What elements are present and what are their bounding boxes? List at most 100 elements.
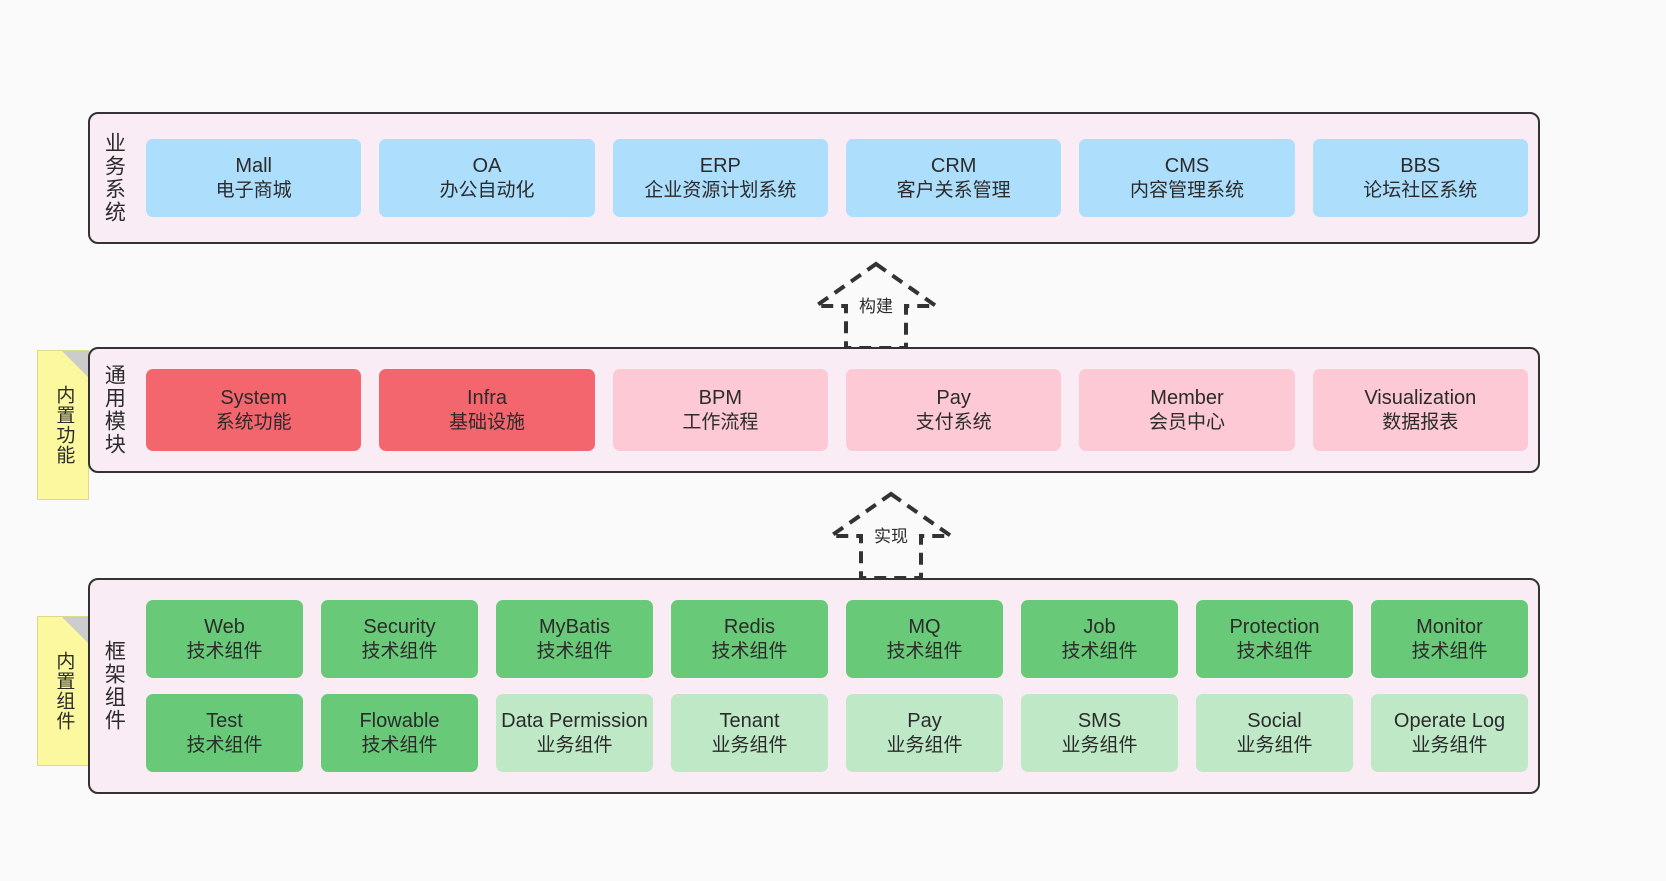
module-box-member-subtitle: 会员中心	[1148, 411, 1225, 433]
framework-box-data-permission-title: Data Permission	[501, 710, 648, 733]
module-box-system-title: System	[220, 387, 287, 410]
business-box-cms-title: CMS	[1164, 155, 1210, 178]
framework-box-data-permission-subtitle: 业务组件	[536, 734, 613, 756]
business-box-oa-subtitle: 办公自动化	[439, 179, 535, 201]
module-box-visualization-subtitle: 数据报表	[1382, 411, 1459, 433]
framework-box-data-permission[interactable]: Data Permission 业务组件	[496, 694, 653, 772]
framework-box-monitor-subtitle: 技术组件	[1411, 640, 1488, 662]
business-box-oa[interactable]: OA 办公自动化	[379, 139, 595, 217]
framework-box-monitor[interactable]: Monitor 技术组件	[1371, 600, 1528, 678]
framework-box-security[interactable]: Security 技术组件	[321, 600, 478, 678]
framework-box-security-subtitle: 技术组件	[361, 640, 438, 662]
module-box-bpm-subtitle: 工作流程	[682, 411, 759, 433]
framework-box-mq[interactable]: MQ 技术组件	[846, 600, 1003, 678]
business-box-erp-subtitle: 企业资源计划系统	[644, 179, 797, 201]
connector-build-label: 构建	[859, 297, 893, 316]
framework-box-operate-log[interactable]: Operate Log 业务组件	[1371, 694, 1528, 772]
framework-box-job-subtitle: 技术组件	[1061, 640, 1138, 662]
framework-box-sms-title: SMS	[1077, 710, 1122, 733]
note-fold-icon	[62, 617, 88, 643]
framework-box-operate-log-title: Operate Log	[1393, 710, 1506, 733]
business-box-bbs[interactable]: BBS 论坛社区系统	[1312, 139, 1528, 217]
layer-business-label: 业务系统	[102, 132, 126, 224]
business-box-crm-subtitle: 客户关系管理	[896, 179, 1011, 201]
module-box-member-title: Member	[1150, 387, 1224, 410]
framework-box-sms-subtitle: 业务组件	[1061, 734, 1138, 756]
module-box-infra[interactable]: Infra 基础设施	[379, 369, 595, 451]
framework-box-sms[interactable]: SMS 业务组件	[1021, 694, 1178, 772]
layer-modules-body: System 系统功能 Infra 基础设施 BPM 工作流程 Pay 支付系统…	[136, 349, 1538, 471]
note-fold-icon	[62, 351, 88, 377]
module-box-pay-title: Pay	[936, 387, 971, 410]
framework-box-job[interactable]: Job 技术组件	[1021, 600, 1178, 678]
business-box-crm[interactable]: CRM 客户关系管理	[845, 139, 1062, 217]
framework-box-tenant[interactable]: Tenant 业务组件	[671, 694, 828, 772]
business-box-mall[interactable]: Mall 电子商城	[146, 139, 362, 217]
module-box-pay-subtitle: 支付系统	[915, 411, 992, 433]
framework-box-mybatis[interactable]: MyBatis 技术组件	[496, 600, 653, 678]
module-box-visualization[interactable]: Visualization 数据报表	[1312, 369, 1528, 451]
note-builtin-components: 内置组件	[37, 616, 89, 766]
framework-box-web-title: Web	[204, 616, 245, 639]
framework-box-flowable-title: Flowable	[359, 710, 440, 733]
connector-build-arrow: 构建	[791, 258, 961, 353]
framework-box-mybatis-subtitle: 技术组件	[536, 640, 613, 662]
layer-modules-label: 通用模块	[102, 364, 126, 456]
framework-box-job-title: Job	[1083, 616, 1116, 639]
note-builtin-features-label: 内置功能	[53, 385, 75, 465]
framework-box-test-title: Test	[206, 710, 243, 733]
framework-box-test-subtitle: 技术组件	[186, 734, 263, 756]
module-box-member[interactable]: Member 会员中心	[1079, 369, 1295, 451]
framework-box-tenant-subtitle: 业务组件	[711, 734, 788, 756]
business-box-mall-title: Mall	[235, 155, 272, 178]
framework-box-social[interactable]: Social 业务组件	[1196, 694, 1353, 772]
framework-box-mq-title: MQ	[908, 616, 941, 639]
layer-framework-body: Web 技术组件 Security 技术组件 MyBatis 技术组件 Redi…	[136, 580, 1538, 792]
layer-framework-label: 框架组件	[102, 640, 126, 732]
business-box-bbs-title: BBS	[1400, 155, 1441, 178]
layer-common-modules: 通用模块 System 系统功能 Infra 基础设施 BPM 工作流程 Pay…	[88, 347, 1540, 473]
note-builtin-features: 内置功能	[37, 350, 89, 500]
module-box-visualization-title: Visualization	[1364, 387, 1477, 410]
framework-box-web[interactable]: Web 技术组件	[146, 600, 303, 678]
module-box-infra-subtitle: 基础设施	[448, 411, 525, 433]
framework-box-flowable-subtitle: 技术组件	[361, 734, 438, 756]
framework-box-test[interactable]: Test 技术组件	[146, 694, 303, 772]
layer-business-systems: 业务系统 Mall 电子商城 OA 办公自动化 ERP 企业资源计划系统 CRM…	[88, 112, 1540, 244]
connector-implement-arrow: 实现	[806, 488, 976, 583]
business-box-cms-subtitle: 内容管理系统	[1129, 179, 1244, 201]
module-box-system-subtitle: 系统功能	[215, 411, 292, 433]
business-box-cms[interactable]: CMS 内容管理系统	[1079, 139, 1295, 217]
framework-box-flowable[interactable]: Flowable 技术组件	[321, 694, 478, 772]
framework-box-redis-subtitle: 技术组件	[711, 640, 788, 662]
business-box-mall-subtitle: 电子商城	[215, 179, 292, 201]
business-box-bbs-subtitle: 论坛社区系统	[1363, 179, 1478, 201]
framework-row-1: Web 技术组件 Security 技术组件 MyBatis 技术组件 Redi…	[146, 600, 1528, 678]
framework-box-monitor-title: Monitor	[1416, 616, 1483, 639]
module-box-system[interactable]: System 系统功能	[146, 369, 362, 451]
framework-box-tenant-title: Tenant	[719, 710, 780, 733]
framework-box-protection-subtitle: 技术组件	[1236, 640, 1313, 662]
business-box-erp-title: ERP	[699, 155, 741, 178]
module-box-pay[interactable]: Pay 支付系统	[845, 369, 1062, 451]
business-box-oa-title: OA	[472, 155, 502, 178]
layer-framework-components: 框架组件 Web 技术组件 Security 技术组件 MyBatis 技术组件…	[88, 578, 1540, 794]
framework-box-mq-subtitle: 技术组件	[886, 640, 963, 662]
note-builtin-components-label: 内置组件	[53, 651, 75, 731]
connector-implement-label: 实现	[874, 527, 908, 546]
module-box-bpm[interactable]: BPM 工作流程	[612, 369, 828, 451]
framework-box-social-subtitle: 业务组件	[1236, 734, 1313, 756]
framework-box-pay[interactable]: Pay 业务组件	[846, 694, 1003, 772]
framework-box-pay-title: Pay	[907, 710, 942, 733]
framework-box-redis-title: Redis	[723, 616, 776, 639]
framework-box-web-subtitle: 技术组件	[186, 640, 263, 662]
framework-box-social-title: Social	[1247, 710, 1302, 733]
business-box-crm-title: CRM	[930, 155, 977, 178]
business-box-erp[interactable]: ERP 企业资源计划系统	[612, 139, 828, 217]
framework-box-mybatis-title: MyBatis	[538, 616, 611, 639]
framework-box-redis[interactable]: Redis 技术组件	[671, 600, 828, 678]
framework-box-protection[interactable]: Protection 技术组件	[1196, 600, 1353, 678]
framework-row-2: Test 技术组件 Flowable 技术组件 Data Permission …	[146, 694, 1528, 772]
layer-business-body: Mall 电子商城 OA 办公自动化 ERP 企业资源计划系统 CRM 客户关系…	[136, 114, 1538, 242]
